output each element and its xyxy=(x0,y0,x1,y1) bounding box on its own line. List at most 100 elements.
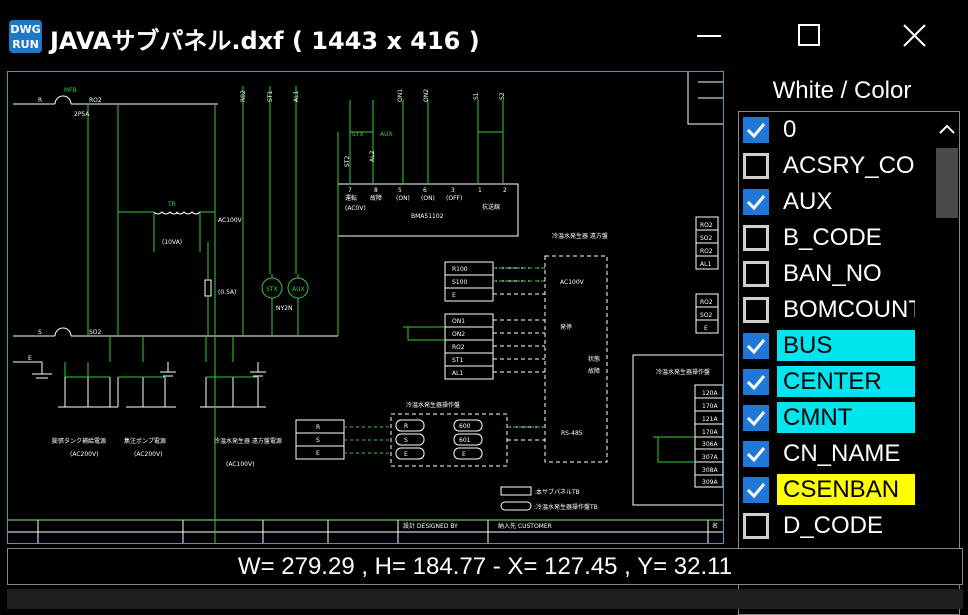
title-bar: DWG RUN JAVAサブパネル.dxf ( 1443 x 416 ) xyxy=(0,0,968,70)
bottom-strip xyxy=(7,589,963,609)
svg-text:8: 8 xyxy=(374,187,378,194)
svg-text:309A: 309A xyxy=(702,479,718,486)
svg-text:2P5A: 2P5A xyxy=(74,111,90,118)
svg-text:R100: R100 xyxy=(452,266,468,273)
svg-text:1: 1 xyxy=(478,187,482,194)
checkmark-icon xyxy=(746,411,766,427)
layer-checkbox[interactable] xyxy=(743,261,769,287)
layer-name: BAN_NO xyxy=(783,260,882,287)
svg-text:(ON): (ON) xyxy=(396,195,410,202)
layer-checkbox[interactable] xyxy=(743,117,769,143)
layer-checkbox[interactable] xyxy=(743,297,769,323)
layer-name: D_CODE xyxy=(783,512,884,539)
scroll-thumb[interactable] xyxy=(936,148,958,218)
svg-text:E: E xyxy=(452,292,456,299)
layer-checkbox[interactable] xyxy=(743,441,769,467)
svg-text:名: 名 xyxy=(712,522,718,530)
maximize-icon xyxy=(798,24,820,46)
layer-item[interactable]: ACSRY_CODE xyxy=(739,148,921,184)
layer-item[interactable]: CN_NAME xyxy=(739,436,921,472)
layer-checkbox[interactable] xyxy=(743,225,769,251)
svg-text:3: 3 xyxy=(451,187,455,194)
svg-text:R: R xyxy=(404,423,408,430)
svg-text:冷温水発生器 遠方盤: 冷温水発生器 遠方盤 xyxy=(552,232,608,240)
close-button[interactable] xyxy=(889,14,939,58)
layer-item[interactable]: BUS xyxy=(739,328,921,364)
layer-item[interactable]: BAN_NO xyxy=(739,256,921,292)
svg-text::冷温水発生器操作盤TB: :冷温水発生器操作盤TB xyxy=(534,503,598,511)
svg-text:S: S xyxy=(316,437,320,444)
svg-text:6: 6 xyxy=(423,187,427,194)
color-mode-toggle[interactable]: White / Color xyxy=(772,77,912,104)
svg-text:ON1: ON1 xyxy=(397,89,404,102)
cad-drawing[interactable]: R MFB RO2 2P5A S SO2 E TR (10VA) AC100V … xyxy=(8,72,724,543)
layer-item[interactable]: CMNT xyxy=(739,400,921,436)
status-bar: W= 279.29 , H= 184.77 - X= 127.45 , Y= 3… xyxy=(7,548,963,585)
layer-item[interactable]: CENTER xyxy=(739,364,921,400)
layer-name: AUX xyxy=(783,188,833,215)
svg-text:納入先 CUSTOMER: 納入先 CUSTOMER xyxy=(498,522,552,530)
svg-text:集注ポンプ電源: 集注ポンプ電源 xyxy=(124,437,166,445)
svg-text:TR: TR xyxy=(167,201,176,208)
layer-name: BUS xyxy=(777,330,915,361)
svg-text:AC100V: AC100V xyxy=(218,217,243,224)
checkmark-icon xyxy=(746,195,766,211)
checkmark-icon xyxy=(746,483,766,499)
layer-name: CMNT xyxy=(777,402,915,433)
layer-name: BOMCOUNT xyxy=(783,296,915,323)
svg-text:AUX: AUX xyxy=(292,286,305,293)
layer-item[interactable]: AUX xyxy=(739,184,921,220)
layer-scrollbar[interactable] xyxy=(935,112,959,614)
svg-text:STX: STX xyxy=(266,286,278,293)
svg-text:(AC200V): (AC200V) xyxy=(134,451,162,458)
layer-checkbox[interactable] xyxy=(743,153,769,179)
layer-item[interactable]: BOMCOUNT xyxy=(739,292,921,328)
layer-checkbox[interactable] xyxy=(743,189,769,215)
layer-checkbox[interactable] xyxy=(743,477,769,503)
svg-text:BMA51102: BMA51102 xyxy=(411,213,444,220)
svg-text:設計 DESIGNED BY: 設計 DESIGNED BY xyxy=(403,522,458,530)
svg-text:NY2N: NY2N xyxy=(276,305,292,312)
svg-text:SO2: SO2 xyxy=(700,312,713,319)
svg-text:ST1: ST1 xyxy=(452,357,463,364)
svg-text:運転: 運転 xyxy=(345,194,357,202)
layer-item[interactable]: B_CODE xyxy=(739,220,921,256)
svg-text:S2: S2 xyxy=(499,92,506,100)
layer-item[interactable]: CSENBAN xyxy=(739,472,921,508)
svg-text:170A: 170A xyxy=(702,429,718,436)
svg-text:ON2: ON2 xyxy=(423,89,430,102)
checkmark-icon xyxy=(746,339,766,355)
layer-checkbox[interactable] xyxy=(743,405,769,431)
layer-item[interactable]: 0 xyxy=(739,112,921,148)
svg-text:(0.5A): (0.5A) xyxy=(218,289,236,296)
svg-text:170A: 170A xyxy=(702,403,718,410)
layer-name: CN_NAME xyxy=(783,440,901,467)
svg-text:ST2: ST2 xyxy=(344,156,351,167)
svg-text:(AC0V): (AC0V) xyxy=(345,205,366,212)
scroll-up-button[interactable] xyxy=(935,114,959,144)
svg-text:(AC100V): (AC100V) xyxy=(226,461,254,468)
minimize-button[interactable] xyxy=(684,14,734,58)
layer-checkbox[interactable] xyxy=(743,513,769,539)
maximize-button[interactable] xyxy=(784,14,834,58)
layer-checkbox[interactable] xyxy=(743,333,769,359)
checkmark-icon xyxy=(746,123,766,139)
layer-checkbox[interactable] xyxy=(743,369,769,395)
svg-text:RO2: RO2 xyxy=(700,299,713,306)
layer-item[interactable]: D_CODE xyxy=(739,508,921,544)
svg-text:120A: 120A xyxy=(702,390,718,397)
svg-text:RO2: RO2 xyxy=(700,248,713,255)
svg-text:AL1: AL1 xyxy=(452,370,463,377)
svg-text:2: 2 xyxy=(503,187,507,194)
svg-text:307A: 307A xyxy=(702,454,718,461)
svg-text:ON1: ON1 xyxy=(452,318,465,325)
svg-text:E: E xyxy=(28,355,32,362)
drawing-canvas[interactable]: R MFB RO2 2P5A S SO2 E TR (10VA) AC100V … xyxy=(7,71,724,544)
svg-text:R: R xyxy=(316,424,320,431)
svg-text:RS-485: RS-485 xyxy=(561,430,583,437)
svg-text:状態: 状態 xyxy=(588,355,600,363)
svg-text:ST1: ST1 xyxy=(267,91,274,102)
svg-text:(AC200V): (AC200V) xyxy=(70,451,98,458)
svg-text:5: 5 xyxy=(398,187,402,194)
